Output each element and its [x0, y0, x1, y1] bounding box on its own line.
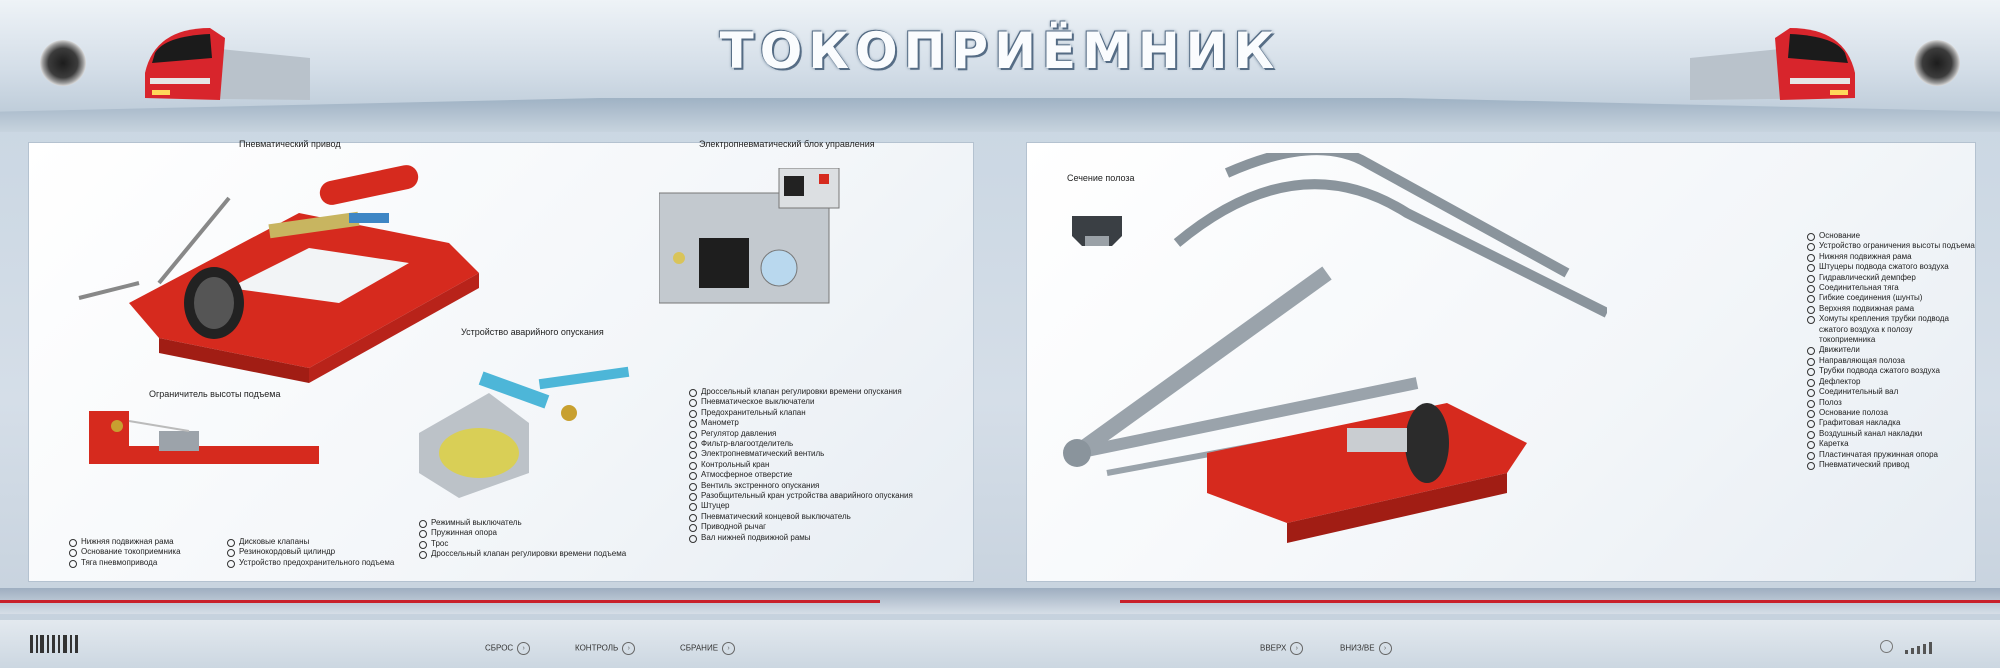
control-block-illustration [659, 168, 840, 304]
nav-item-label: ВНИЗ/ВЕ [1340, 643, 1375, 653]
red-stripe-left [0, 600, 880, 603]
legend-item: Пневматическое выключатели [689, 397, 913, 408]
pneumatic-drive-illustration [78, 165, 479, 383]
pantograph-illustration [1063, 153, 1607, 543]
legend-item: Фильтр-влагоотделитель [689, 439, 913, 450]
pan-section-illustration [1072, 216, 1122, 246]
nav-item-label: СБРАНИЕ [680, 643, 719, 653]
legend-item: Пружинная опора [419, 528, 626, 539]
legend-item: Предохранительный клапан [689, 408, 913, 419]
left-panel: Пневматический привод Ограничитель высот… [28, 139, 974, 582]
nav-item-reset[interactable]: СБРОС› [485, 642, 531, 655]
legend-item: Регулятор давления [689, 429, 913, 440]
legend-item: Нижняя подвижная рама [69, 537, 181, 548]
legend-item: Соединительный вал [1807, 387, 1975, 398]
legend-item: Дроссельный клапан регулировки времени о… [689, 387, 913, 398]
legend-bottom-left-col2: Дисковые клапаны Резинокордовый цилиндр … [227, 537, 394, 569]
legend-item: Тяга пневмопривода [69, 558, 181, 569]
chevron-icon: › [722, 642, 736, 655]
nav-item-up[interactable]: ВВЕРХ› [1260, 642, 1304, 655]
train-right-icon [1690, 28, 1855, 100]
legend-item: Атмосферное отверстие [689, 470, 913, 481]
pneumatic-drive-title: Пневматический привод [239, 139, 341, 149]
right-panel: Сечение полоза Основание Устройство огра… [1026, 142, 1976, 582]
emergency-device-title: Устройство аварийного опускания [461, 327, 604, 337]
legend-item: Гибкие соединения (шунты) [1807, 293, 1975, 304]
control-block-title: Электропневматический блок управления [699, 139, 875, 149]
signal-bars-icon [1905, 642, 1932, 654]
legend-item: Нижняя подвижная рама [1807, 252, 1975, 263]
legend-item: Контрольный кран [689, 460, 913, 471]
nav-item-label: ВВЕРХ [1260, 643, 1287, 653]
emergency-device-illustration [419, 366, 630, 498]
nav-item-down[interactable]: ВНИЗ/ВЕ› [1340, 642, 1392, 655]
right-legend: Основание Устройство ограничения высоты … [1807, 231, 1975, 471]
chevron-icon: › [1290, 642, 1304, 655]
red-stripe-right [1120, 600, 2000, 603]
legend-item: Основание [1807, 231, 1975, 242]
legend-item: Дисковые клапаны [227, 537, 394, 548]
legend-item: Пневматический привод [1807, 460, 1975, 471]
height-limiter-illustration [89, 411, 319, 464]
legend-item: Штуцер [689, 501, 913, 512]
legend-item: Трубки подвода сжатого воздуха [1807, 366, 1975, 377]
legend-item: Устройство предохранительного подъема [227, 558, 394, 569]
legend-item: Устройство ограничения высоты подъема [1807, 241, 1975, 252]
speaker-left-icon [40, 40, 86, 86]
legend-item: Вал нижней подвижной рамы [689, 533, 913, 544]
legend-item: Пневматический концевой выключатель [689, 512, 913, 523]
legend-item: Соединительная тяга [1807, 283, 1975, 294]
train-left-icon [145, 28, 310, 100]
legend-item: Манометр [689, 418, 913, 429]
legend-item: Каретка [1807, 439, 1975, 450]
legend-item: Электропневматический вентиль [689, 449, 913, 460]
legend-item: Гидравлический демпфер [1807, 273, 1975, 284]
circle-button[interactable] [1880, 640, 1893, 653]
height-limiter-title: Ограничитель высоты подъема [149, 389, 281, 399]
legend-item: Полоз [1807, 398, 1975, 408]
legend-item: Резинокордовый цилиндр [227, 547, 394, 558]
legend-item: Режимный выключатель [419, 518, 626, 529]
legend-item: Приводной рычаг [689, 522, 913, 533]
legend-item: Хомуты крепления трубки подвода сжатого … [1807, 314, 1969, 345]
legend-item: Разобщительный кран устройства аварийног… [689, 491, 913, 502]
section-title: Сечение полоза [1067, 173, 1135, 183]
legend-item: Верхняя подвижная рама [1807, 304, 1975, 315]
legend-bottom-left-col1: Нижняя подвижная рама Основание токоприе… [69, 537, 181, 569]
nav-item-assembly[interactable]: СБРАНИЕ› [680, 642, 736, 655]
legend-item: Вентиль экстренного опускания [689, 481, 913, 492]
chevron-icon: › [622, 642, 636, 655]
legend-item: Штуцеры подвода сжатого воздуха [1807, 262, 1975, 273]
nav-item-label: СБРОС [485, 643, 514, 653]
chevron-icon: › [517, 642, 531, 655]
legend-item: Направляющая полоза [1807, 356, 1975, 367]
legend-item: Трос [419, 539, 626, 550]
legend-item: Графитовая накладка [1807, 418, 1975, 429]
legend-item: Дефлектор [1807, 377, 1975, 388]
legend-item: Основание полоза [1807, 408, 1975, 419]
legend-item: Основание токоприемника [69, 547, 181, 558]
nav-item-label: КОНТРОЛЬ [575, 643, 619, 653]
legend-item: Движители [1807, 345, 1975, 356]
legend-item: Дроссельный клапан регулировки времени п… [419, 549, 626, 560]
legend-item: Пластинчатая пружинная опора [1807, 450, 1975, 460]
legend-control: Дроссельный клапан регулировки времени о… [689, 387, 913, 544]
barcode-icon [30, 635, 78, 653]
speaker-right-icon [1914, 40, 1960, 86]
footer [0, 620, 2000, 668]
chevron-icon: › [1378, 642, 1392, 655]
legend-emergency: Режимный выключатель Пружинная опора Тро… [419, 518, 626, 560]
page-title: ТОКОПРИЁМНИК [719, 22, 1281, 80]
legend-item: Воздушный канал накладки [1807, 429, 1975, 440]
nav-item-control[interactable]: КОНТРОЛЬ› [575, 642, 636, 655]
